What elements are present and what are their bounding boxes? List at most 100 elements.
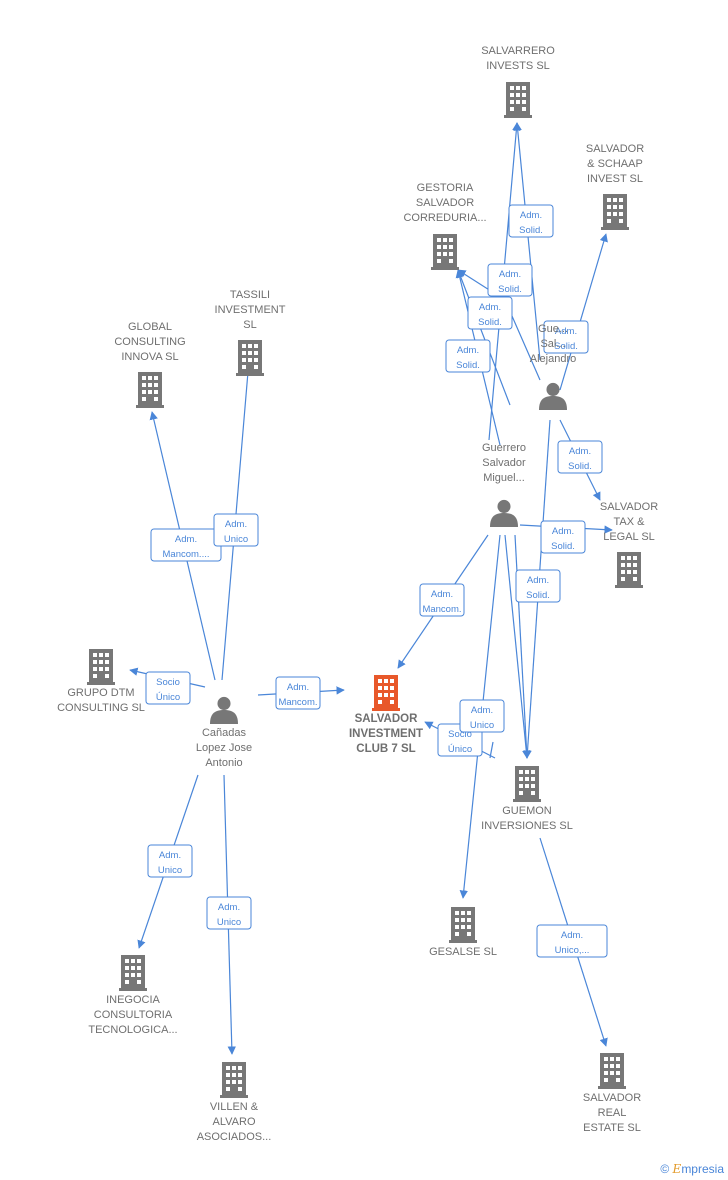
node-label: CORREDURIA... <box>403 212 486 224</box>
node-label: Alejandro <box>530 353 576 365</box>
role-text: Solid. <box>526 590 550 601</box>
role-text: Mancom. <box>422 604 461 615</box>
role-label-r12[interactable]: Adm.Unico <box>213 513 259 547</box>
role-text: Adm. <box>225 519 247 530</box>
node-label: GRUPO DTM <box>67 687 134 699</box>
role-label-r14[interactable]: Adm. Mancom. <box>275 676 321 710</box>
relation-edge <box>513 122 541 361</box>
building-icon <box>504 82 532 118</box>
role-label-r3[interactable]: Adm.Solid. <box>445 339 491 373</box>
node-guerrero-miguel[interactable]: GuerreroSalvadorMiguel... <box>482 442 526 527</box>
person-icon <box>210 696 238 724</box>
node-salvarrero[interactable]: SALVARRERO INVESTS SL <box>481 45 555 118</box>
node-gesalse[interactable]: GESALSE SL <box>429 907 497 958</box>
role-label-r15[interactable]: Adm.Unico <box>147 844 193 878</box>
building-icon <box>513 766 541 802</box>
building-icon <box>431 234 459 270</box>
roles-layer: Adm. Solid. Adm. Solid. Adm. Solid. Adm. Solid.… <box>145 204 608 958</box>
role-box <box>213 513 259 547</box>
node-label: INVESTMENT <box>215 304 286 316</box>
role-label-r18[interactable]: Adm.Unico <box>206 896 252 930</box>
role-label-r2[interactable]: Adm.Solid. <box>487 263 533 297</box>
role-label-r11[interactable]: Adm.Mancom.... <box>150 528 222 562</box>
role-text: Socio <box>156 677 180 688</box>
role-text: Mancom. <box>278 697 317 708</box>
role-text: Adm. <box>457 345 479 356</box>
role-box <box>467 296 513 330</box>
node-label: Sal... <box>540 338 565 350</box>
node-label: INEGOCIA <box>106 994 160 1006</box>
role-box <box>515 569 561 603</box>
relation-edge <box>514 534 528 759</box>
role-text: Adm. <box>479 302 501 313</box>
role-text: Unico <box>217 917 241 928</box>
role-label-r9[interactable]: Adm.Solid. <box>515 569 561 603</box>
building-icon <box>615 552 643 588</box>
role-box <box>508 204 554 238</box>
role-text: Socio <box>448 729 472 740</box>
node-label: Salvador <box>482 457 526 469</box>
role-text: Solid. <box>519 225 543 236</box>
relation-edge <box>489 741 494 759</box>
role-text: Unico <box>158 865 182 876</box>
node-label: Gue... <box>538 323 568 335</box>
role-label-r1[interactable]: Adm.Solid. <box>508 204 554 238</box>
node-label: & SCHAAP <box>587 158 643 170</box>
building-icon <box>136 372 164 408</box>
role-text: Adm. <box>552 526 574 537</box>
role-text: Único <box>448 744 472 755</box>
role-text: Adm. <box>561 930 583 941</box>
role-text: Adm. <box>555 326 577 337</box>
building-icon <box>220 1062 248 1098</box>
node-label: ALVARO <box>213 1116 256 1128</box>
node-label: GESALSE SL <box>429 946 497 958</box>
role-box <box>445 339 491 373</box>
role-text: Mancom.... <box>163 549 210 560</box>
role-text: Adm. <box>499 269 521 280</box>
role-label-r19[interactable]: Adm. Unico,... <box>536 924 608 958</box>
role-label-r6[interactable]: Adm. Solid. <box>543 320 589 354</box>
node-inegocia[interactable]: INEGOCIACONSULTORIATECNOLOGICA... <box>88 955 178 1036</box>
role-label-r4[interactable]: Adm.Solid. <box>467 296 513 330</box>
node-label: GLOBAL <box>128 321 172 333</box>
node-label: ESTATE SL <box>583 1122 641 1134</box>
node-gestoria[interactable]: GESTORIASALVADORCORREDURIA... <box>403 182 487 270</box>
role-label-r10[interactable]: Adm.Mancom. <box>419 583 465 617</box>
node-label: INVESTS SL <box>486 60 550 72</box>
brand-name: mpresia <box>681 1162 724 1176</box>
role-text: Solid. <box>551 541 575 552</box>
role-box <box>147 844 193 878</box>
empresia-brand[interactable]: © Empresia <box>660 1162 724 1176</box>
node-label: Cañadas <box>202 727 247 739</box>
node-label: TASSILI <box>230 289 270 301</box>
role-label-r8[interactable]: Adm. Solid. <box>540 520 586 554</box>
role-label-r7[interactable]: Adm.Solid. <box>557 440 603 474</box>
role-text: Unico,... <box>555 945 590 956</box>
role-text: Unico <box>470 720 494 731</box>
role-box <box>540 520 586 554</box>
node-label: SALVARRERO <box>481 45 555 57</box>
relation-edge <box>504 534 531 759</box>
node-guerrero-alejandro[interactable]: Gue... Sal... Alejandro <box>530 323 576 410</box>
node-label: CONSULTORIA <box>94 1009 173 1021</box>
role-label-r17[interactable]: Adm.Unico <box>459 699 505 733</box>
node-label: GUEMON <box>502 805 552 817</box>
role-box <box>557 440 603 474</box>
node-label: INNOVA SL <box>121 351 178 363</box>
role-text: Único <box>156 692 180 703</box>
role-text: Adm. <box>287 682 309 693</box>
node-villen[interactable]: VILLEN &ALVAROASOCIADOS... <box>197 1062 272 1143</box>
relation-edge <box>456 269 511 406</box>
role-text: Solid. <box>554 341 578 352</box>
